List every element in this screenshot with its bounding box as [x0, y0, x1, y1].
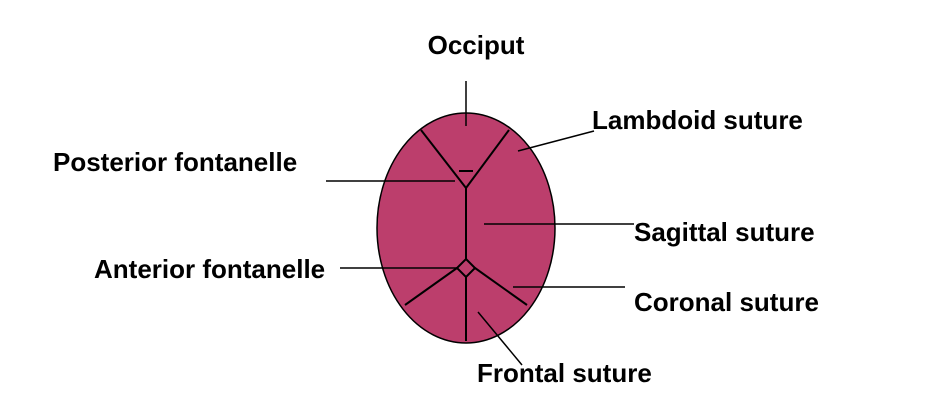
labels: Occiput Lambdoid suture Posterior fontan… — [53, 30, 819, 388]
frontal-leader — [477, 311, 523, 366]
label-frontal-suture: Frontal suture — [477, 358, 652, 388]
coronal-suture-left — [404, 267, 458, 306]
label-anterior-fontanelle: Anterior fontanelle — [94, 254, 325, 284]
label-posterior-fontanelle: Posterior fontanelle — [53, 147, 297, 177]
lambdoid-suture-right — [465, 129, 510, 189]
coronal-suture-right — [474, 267, 528, 306]
label-coronal-suture: Coronal suture — [634, 287, 819, 317]
suture-lines — [404, 129, 528, 341]
label-sagittal-suture: Sagittal suture — [634, 217, 815, 247]
label-occiput: Occiput — [428, 30, 525, 60]
lambdoid-leader — [517, 130, 595, 152]
leader-lines — [326, 81, 634, 366]
lambdoid-suture-left — [420, 129, 467, 189]
label-lambdoid-suture: Lambdoid suture — [592, 105, 803, 135]
